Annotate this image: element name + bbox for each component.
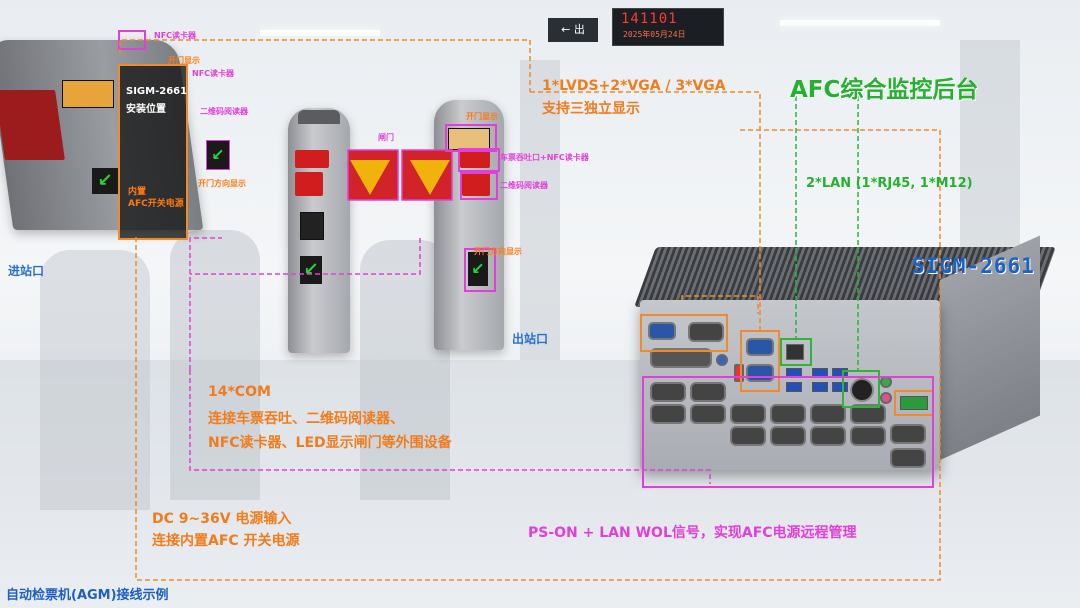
- com-port: [690, 404, 726, 424]
- pillar: [520, 60, 560, 360]
- gate-door-label: 闸门: [378, 133, 394, 142]
- com-port: [770, 426, 806, 446]
- display-support-label: 1*LVDS+2*VGA / 3*VGA: [542, 78, 726, 94]
- right-ticket-slot: [460, 150, 490, 168]
- power-label-line1: DC 9~36V 电源输入: [152, 511, 292, 527]
- com-desc-line1: 连接车票吞吐、二维码阅读器、: [208, 411, 404, 427]
- right-flap-triangle: [410, 160, 450, 195]
- caption: 自动检票机(AGM)接线示例: [6, 588, 169, 603]
- usb-port: [812, 382, 828, 392]
- com-port: [650, 404, 686, 424]
- open-display-label-2: 开门显示: [466, 112, 498, 121]
- com-port: [730, 404, 766, 424]
- com-port: [770, 404, 806, 424]
- com-port: [890, 448, 926, 468]
- usb-port: [786, 382, 802, 392]
- com-port: [890, 424, 926, 444]
- ceiling-light: [260, 30, 380, 36]
- left-qr-reader: [295, 172, 323, 196]
- qr-reader-box: [460, 172, 498, 200]
- lan-label: 2*LAN (1*RJ45, 1*M12): [806, 176, 973, 191]
- display-port-group: [640, 314, 728, 352]
- exit-label: 出站口: [512, 332, 549, 346]
- com-wire-3: [190, 238, 421, 275]
- install-position-box: [118, 64, 188, 240]
- qr-reader-label-2: 二维码阅读器: [500, 181, 548, 190]
- vga-port: [648, 322, 676, 340]
- gate-top-panel: [62, 80, 114, 108]
- lvds-wire: [681, 295, 759, 314]
- m12-port: [850, 378, 874, 402]
- ps-on-label: PS-ON + LAN WOL信号，实现AFC电源远程管理: [528, 525, 857, 541]
- com-wire-2: [189, 237, 222, 370]
- power-wire: [135, 129, 941, 581]
- com-port: [810, 426, 846, 446]
- rj45-highlight: [780, 338, 812, 366]
- db-connector: [650, 348, 712, 368]
- entry-label: 进站口: [8, 264, 45, 278]
- clock-date: 2025年05月24日: [623, 30, 686, 39]
- display-wire: [119, 39, 531, 92]
- left-gate-top: [298, 110, 340, 124]
- right-qr-reader: [462, 172, 490, 196]
- left-ticket-slot: [295, 150, 329, 168]
- pillar: [960, 40, 1020, 260]
- direction-label-2: 开门方向显示: [474, 247, 522, 256]
- left-gate-screen: [300, 212, 324, 240]
- direction-arrow-icon: ↙: [92, 168, 118, 194]
- direction-box: [464, 248, 496, 292]
- install-model-label: SIGM-2661: [126, 86, 188, 97]
- power-button: [734, 364, 744, 382]
- com-port: [850, 426, 886, 446]
- left-flap-triangle: [350, 160, 390, 195]
- gate-flaps: [347, 149, 453, 201]
- exit-sign: ← 出: [548, 18, 598, 42]
- power-label-line2: 连接内置AFC 开关电源: [152, 533, 300, 549]
- com-port: [650, 382, 686, 402]
- m12-highlight: [842, 370, 880, 408]
- display-independent-label: 支持三独立显示: [542, 101, 640, 117]
- usb-port: [832, 382, 848, 392]
- ticket-nfc-label: 车票吞吐口+NFC读卡器: [500, 153, 589, 162]
- com-port: [850, 404, 886, 424]
- vga-port-2: [746, 338, 774, 356]
- open-display-label-1: 开门显示: [168, 56, 200, 65]
- clock-time: 141101: [621, 11, 678, 27]
- background-gate: [40, 250, 150, 510]
- rj45-port: [786, 344, 804, 360]
- com-wire: [189, 370, 711, 484]
- built-in-label: 内置: [128, 187, 147, 197]
- qr-reader-label-1: 二维码阅读器: [200, 107, 248, 116]
- top-display-box: [118, 30, 146, 50]
- com-count-label: 14*COM: [208, 384, 271, 400]
- led-clock: 141101 2025年05月24日: [612, 8, 724, 46]
- ticket-nfc-box: [458, 148, 500, 172]
- direction-label-1: 开门方向显示: [198, 179, 246, 188]
- com-port: [810, 404, 846, 424]
- lvds-port: [688, 322, 724, 342]
- com-port: [690, 382, 726, 402]
- ps2-port: [716, 354, 728, 366]
- right-arrow-icon: ↙: [468, 252, 488, 286]
- direction-display-icon: ↙: [206, 140, 230, 170]
- power-terminal: [900, 396, 928, 410]
- display-wire-2: [530, 91, 761, 330]
- com-port: [730, 426, 766, 446]
- nfc-small-label: NFC读卡器: [154, 31, 197, 40]
- com-port-group: [642, 376, 934, 488]
- background-gate: [170, 230, 260, 500]
- device-model: SIGM-2661: [912, 254, 1035, 278]
- left-arrow-icon: ↙: [300, 256, 322, 284]
- install-pos-label: 安装位置: [126, 104, 166, 115]
- vga-port-group: [740, 330, 780, 392]
- com-desc-line2: NFC读卡器、LED显示闸门等外围设备: [208, 435, 452, 451]
- nfc-small-label-2: NFC读卡器: [192, 69, 235, 78]
- afc-backend-label: AFC综合监控后台: [790, 77, 979, 103]
- afc-switch-label: AFC开关电源: [128, 199, 184, 209]
- ceiling-light: [780, 20, 940, 26]
- open-display-box: [445, 124, 497, 152]
- audio-port: [880, 392, 892, 404]
